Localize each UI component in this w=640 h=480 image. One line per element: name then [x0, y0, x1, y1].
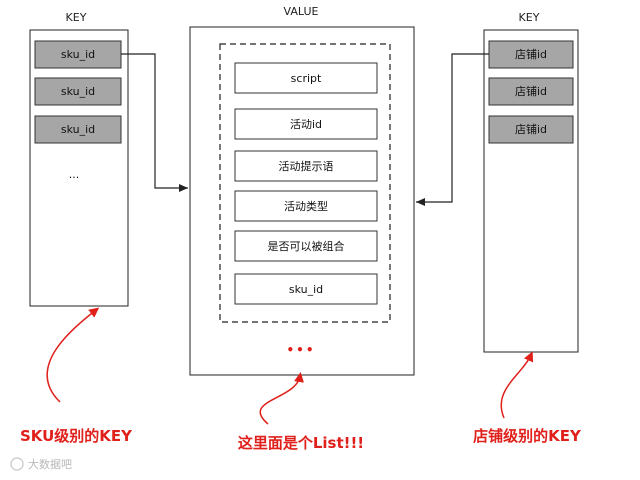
- right-annotation-arrow: [500, 351, 534, 419]
- left-key-cell: sku_id: [34, 115, 122, 144]
- left-annotation-arrow: [46, 307, 100, 403]
- value-field: 活动id: [234, 108, 378, 140]
- right-key-column: KEY 店铺id 店铺id 店铺id: [483, 11, 579, 353]
- value-field: 活动类型: [234, 190, 378, 222]
- value-field-label: 活动id: [290, 118, 322, 131]
- right-key-cell-label: 店铺id: [515, 47, 547, 61]
- middle-annotation-label: 这里面是个List!!!: [238, 434, 364, 452]
- value-header: VALUE: [284, 5, 319, 18]
- value-field-label: 活动提示语: [279, 160, 334, 173]
- left-key-cell-label: sku_id: [61, 123, 95, 136]
- right-key-header: KEY: [519, 11, 540, 24]
- right-key-cell-label: 店铺id: [515, 122, 547, 136]
- left-annotation-label: SKU级别的KEY: [20, 427, 133, 445]
- value-field: sku_id: [234, 273, 378, 305]
- right-key-cell: 店铺id: [488, 40, 574, 69]
- watermark-logo-icon: [10, 457, 24, 471]
- watermark: 大数据吧: [10, 457, 72, 471]
- value-field-label: sku_id: [289, 283, 323, 296]
- left-key-cell-label: sku_id: [61, 48, 95, 61]
- value-field-label: script: [291, 72, 322, 85]
- left-key-column: KEY sku_id sku_id sku_id ...: [29, 11, 129, 307]
- right-annotation-label: 店铺级别的KEY: [473, 427, 582, 445]
- left-key-cell: sku_id: [34, 40, 122, 69]
- left-key-cell-label: sku_id: [61, 85, 95, 98]
- left-key-cell: sku_id: [34, 77, 122, 106]
- value-field-label: 是否可以被组合: [268, 239, 345, 253]
- value-column: VALUE script 活动id 活动提示语 活动类型 是否可以被组合 sku…: [189, 5, 415, 376]
- value-field: script: [234, 62, 378, 94]
- value-field: 是否可以被组合: [234, 230, 378, 262]
- value-field-label: 活动类型: [284, 199, 328, 213]
- right-key-to-value-arrow: [416, 53, 489, 206]
- value-list-ellipsis: •••: [286, 343, 315, 357]
- right-key-cell-label: 店铺id: [515, 84, 547, 98]
- right-key-cell: 店铺id: [488, 77, 574, 106]
- left-key-to-value-arrow: [121, 53, 188, 192]
- left-key-container: [29, 29, 129, 307]
- left-key-ellipsis: ...: [69, 168, 80, 181]
- left-key-header: KEY: [66, 11, 87, 24]
- value-field: 活动提示语: [234, 150, 378, 182]
- right-key-cell: 店铺id: [488, 115, 574, 144]
- watermark-text: 大数据吧: [28, 457, 72, 471]
- value-list-item-boundary: [219, 43, 391, 323]
- middle-annotation-arrow: [259, 372, 304, 425]
